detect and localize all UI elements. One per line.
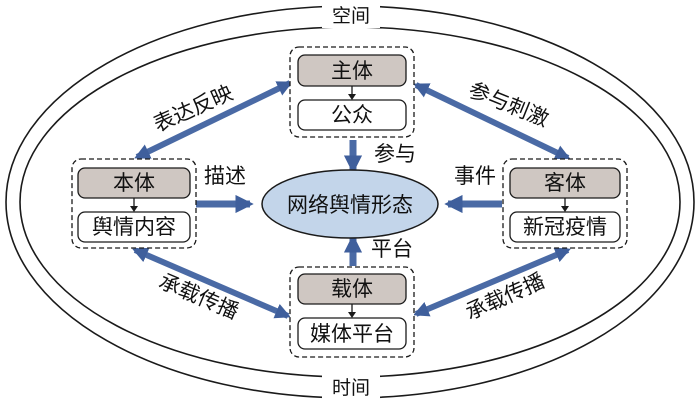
center-ellipse bbox=[261, 169, 439, 239]
ontology-link-head bbox=[130, 206, 138, 212]
relation-label-event: 事件 bbox=[454, 164, 496, 188]
object-instance-box bbox=[509, 211, 621, 243]
carrier-instance-label: 媒体平台 bbox=[310, 322, 394, 346]
relation-label-describe: 描述 bbox=[204, 164, 246, 188]
subject-node: 主体 公众 bbox=[289, 46, 415, 138]
ontology-type-label: 本体 bbox=[113, 171, 155, 195]
relation-label-participate: 参与 bbox=[374, 142, 416, 166]
ontology-instance-box bbox=[77, 211, 191, 243]
relation-label-platform: 平台 bbox=[371, 237, 413, 261]
subject-type-label: 主体 bbox=[331, 59, 373, 83]
arrow-ontology-subject bbox=[134, 80, 293, 160]
ontology-node: 本体 舆情内容 bbox=[71, 158, 197, 249]
arrow-carrier-object bbox=[413, 247, 571, 317]
arrow-ontology-carrier bbox=[132, 247, 291, 319]
arrows bbox=[132, 80, 571, 319]
carrier-node: 载体 媒体平台 bbox=[289, 266, 415, 358]
carrier-instance-box bbox=[297, 317, 407, 350]
object-type-label: 客体 bbox=[544, 171, 586, 195]
object-link-head bbox=[561, 206, 569, 212]
space-label: 空间 bbox=[332, 5, 370, 27]
time-label: 时间 bbox=[332, 377, 370, 399]
center-node: 网络舆情形态 bbox=[261, 169, 439, 239]
object-node: 客体 新冠疫情 bbox=[502, 158, 628, 249]
relation-label-participate-stimulate: 参与刺激 bbox=[465, 78, 552, 132]
object-instance-label: 新冠疫情 bbox=[523, 215, 607, 239]
center-label: 网络舆情形态 bbox=[287, 193, 413, 217]
subject-link-head bbox=[348, 94, 356, 100]
subject-instance-box bbox=[297, 99, 407, 131]
carrier-type-label: 载体 bbox=[331, 277, 373, 301]
subject-instance-label: 公众 bbox=[331, 103, 373, 127]
ontology-instance-label: 舆情内容 bbox=[92, 215, 176, 239]
carrier-link-head bbox=[348, 312, 356, 318]
arrow-subject-object bbox=[413, 82, 571, 161]
